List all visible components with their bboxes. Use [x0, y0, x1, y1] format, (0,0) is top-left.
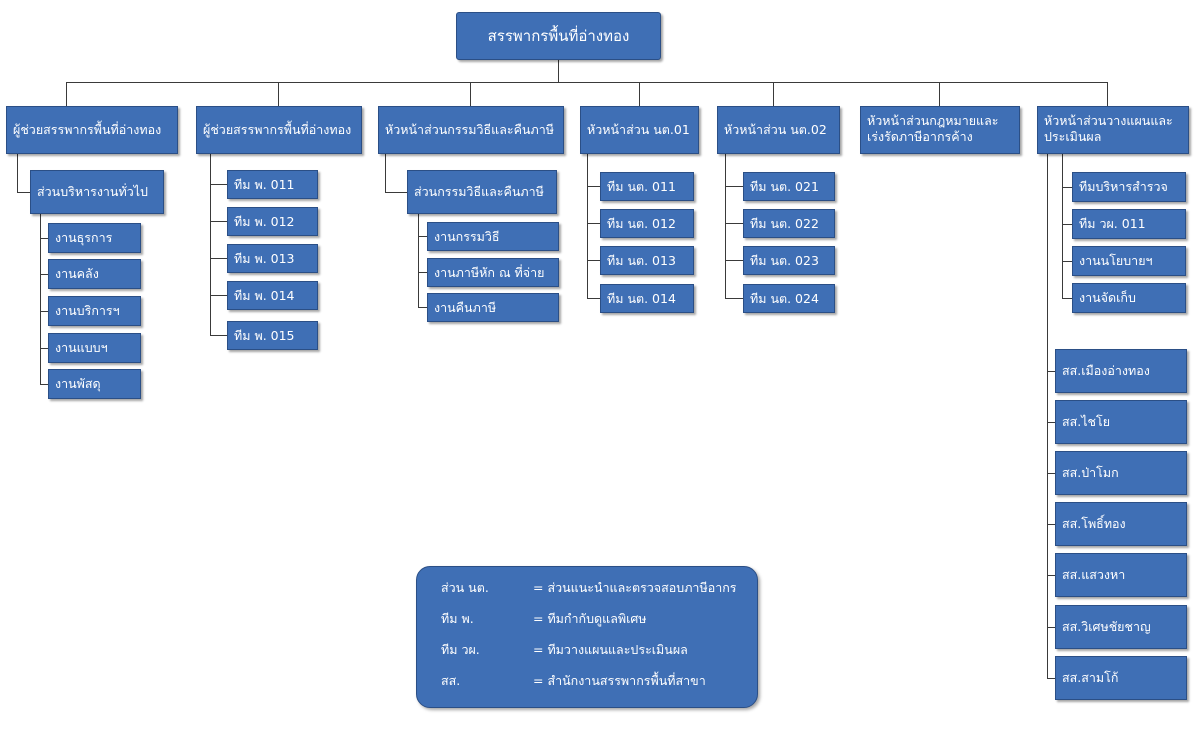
col6-head-node: หัวหน้าส่วนวางแผนและประเมินผล [1037, 106, 1189, 154]
col4-item-node: ทีม นต. 021 [743, 172, 835, 201]
col0-item-node: งานแบบฯ [48, 333, 141, 363]
col2-item-node: งานคืนภาษี [427, 293, 559, 322]
legend-definition: = สำนักงานสรรพากรพื้นที่สาขา [533, 673, 706, 688]
branch-office-node: สส.โพธิ์ทอง [1055, 502, 1187, 546]
branch-office-node: สส.ป่าโมก [1055, 451, 1187, 495]
col1-head-node: ผู้ช่วยสรรพากรพื้นที่อ่างทอง [196, 106, 362, 154]
col0-sub-node: ส่วนบริหารงานทั่วไป [30, 170, 164, 214]
col1-item-node: ทีม พ. 012 [227, 207, 318, 236]
col2-item-node: งานกรรมวิธี [427, 222, 559, 251]
col3-item-node: ทีม นต. 014 [600, 284, 694, 313]
col1-item-node: ทีม พ. 014 [227, 281, 318, 310]
col3-item-node: ทีม นต. 013 [600, 246, 694, 275]
col2-head-node: หัวหน้าส่วนกรรมวิธีและคืนภาษี [378, 106, 564, 154]
col4-item-node: ทีม นต. 024 [743, 284, 835, 313]
branch-office-node: สส.วิเศษชัยชาญ [1055, 605, 1187, 649]
legend-definition: = ส่วนแนะนำและตรวจสอบภาษีอากร [533, 580, 737, 595]
branch-office-node: สส.ไชโย [1055, 400, 1187, 444]
legend-definition: = ทีมกำกับดูแลพิเศษ [533, 611, 647, 626]
col6-item-node: งานนโยบายฯ [1072, 246, 1186, 276]
col6-item-node: ทีมบริหารสำรวจ [1072, 172, 1186, 202]
col0-item-node: งานคลัง [48, 259, 141, 289]
col6-item-node: งานจัดเก็บ [1072, 283, 1186, 313]
col0-head-node: ผู้ช่วยสรรพากรพื้นที่อ่างทอง [6, 106, 178, 154]
legend-abbr: ทีม วผ. [441, 642, 480, 657]
abbreviation-legend: ส่วน นต. = ส่วนแนะนำและตรวจสอบภาษีอากร ท… [416, 566, 758, 708]
col0-item-node: งานบริการฯ [48, 296, 141, 326]
col0-item-node: งานพัสดุ [48, 369, 141, 399]
col1-item-node: ทีม พ. 011 [227, 170, 318, 199]
col4-item-node: ทีม นต. 022 [743, 209, 835, 238]
col5-head-node: หัวหน้าส่วนกฎหมายและเร่งรัดภาษีอากรค้าง [860, 106, 1020, 154]
col3-item-node: ทีม นต. 011 [600, 172, 694, 201]
col1-item-node: ทีม พ. 015 [227, 321, 318, 350]
col4-item-node: ทีม นต. 023 [743, 246, 835, 275]
col3-item-node: ทีม นต. 012 [600, 209, 694, 238]
org-root-node: สรรพากรพื้นที่อ่างทอง [456, 12, 661, 60]
col4-head-node: หัวหน้าส่วน นต.02 [717, 106, 840, 154]
col2-item-node: งานภาษีหัก ณ ที่จ่าย [427, 258, 559, 287]
col3-head-node: หัวหน้าส่วน นต.01 [580, 106, 699, 154]
branch-office-node: สส.สามโก้ [1055, 656, 1187, 700]
legend-abbr: ส่วน นต. [441, 580, 489, 595]
col6-item-node: ทีม วผ. 011 [1072, 209, 1186, 239]
branch-office-node: สส.แสวงหา [1055, 553, 1187, 597]
legend-abbr: ทีม พ. [441, 611, 474, 626]
legend-abbr: สส. [441, 673, 461, 688]
col1-item-node: ทีม พ. 013 [227, 244, 318, 273]
col2-sub-node: ส่วนกรรมวิธีและคืนภาษี [407, 170, 557, 214]
legend-definition: = ทีมวางแผนและประเมินผล [533, 642, 688, 657]
col0-item-node: งานธุรการ [48, 223, 141, 253]
branch-office-node: สส.เมืองอ่างทอง [1055, 349, 1187, 393]
